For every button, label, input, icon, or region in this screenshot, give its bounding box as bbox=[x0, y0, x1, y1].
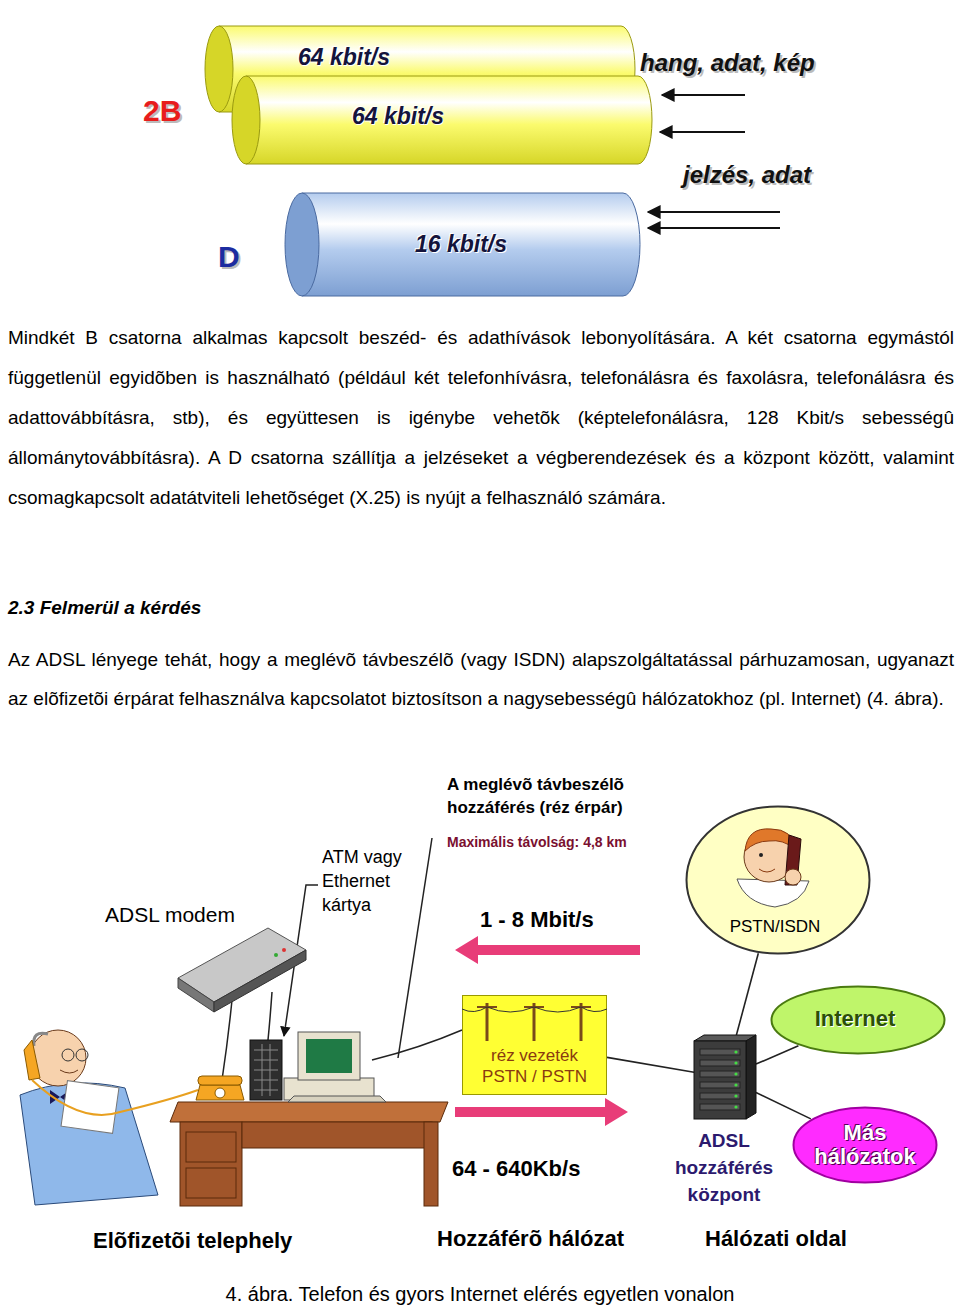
cylinder-end bbox=[232, 76, 260, 164]
adsl-modem bbox=[178, 928, 306, 1012]
cylinder-body bbox=[246, 76, 652, 164]
network-link bbox=[756, 1092, 811, 1118]
access-server: ADSL hozzáférés központ bbox=[662, 1035, 792, 1215]
node-text: Internet bbox=[770, 1005, 940, 1033]
server-rack bbox=[694, 1035, 756, 1119]
section-heading: 2.3 Felmerül a kérdés bbox=[8, 596, 201, 620]
zone-label: Elõfizetõi telephely bbox=[93, 1227, 292, 1255]
part-label: ADSL modem bbox=[105, 902, 235, 928]
network-ellipse: PSTN/ISDN bbox=[685, 805, 871, 955]
cylinder-end bbox=[285, 193, 319, 296]
channel-tag: 2B bbox=[143, 92, 181, 130]
computer bbox=[284, 1032, 386, 1102]
zone-label: Hálózati oldal bbox=[705, 1225, 847, 1253]
desk bbox=[170, 1102, 448, 1206]
zone-label: Hozzáférõ hálózat bbox=[437, 1225, 624, 1253]
cylinder-body bbox=[302, 193, 640, 296]
copper-line-box: réz vezeték PSTN / PSTN bbox=[462, 995, 607, 1095]
network-link bbox=[736, 953, 758, 1035]
telephone bbox=[196, 1076, 244, 1100]
figure-caption: 4. ábra. Telefon és gyors Internet eléré… bbox=[0, 1282, 960, 1307]
network-ellipse: Internet bbox=[770, 985, 946, 1055]
figure-note: A meglévõ távbeszélõ hozzáférés (réz érp… bbox=[447, 773, 662, 819]
channel-cylinder: 16 kbit/s bbox=[285, 192, 640, 297]
node-text: ADSL hozzáférés központ bbox=[662, 1127, 786, 1208]
usage-note: hang, adat, kép bbox=[640, 48, 815, 78]
network-ellipse: Más hálózatok bbox=[792, 1106, 938, 1184]
speed-arrows bbox=[455, 936, 640, 1126]
rate-label: 64 - 640Kb/s bbox=[452, 1155, 580, 1183]
usage-note: jelzés, adat bbox=[683, 160, 811, 190]
node-text: 64 kbit/s bbox=[298, 43, 390, 72]
body-paragraph: Mindkét B csatorna alkalmas kapcsolt bes… bbox=[8, 318, 954, 518]
node-text: réz vezeték PSTN / PSTN bbox=[478, 1045, 591, 1087]
body-paragraph: Az ADSL lényege tehát, hogy a meglévõ tá… bbox=[8, 640, 954, 718]
cylinder-end bbox=[205, 26, 233, 112]
box-outline bbox=[463, 996, 607, 1095]
node-text: PSTN/ISDN bbox=[685, 916, 865, 937]
ellipse-outline bbox=[794, 1108, 937, 1183]
node-text: Más hálózatok bbox=[802, 1121, 928, 1169]
distance-note: Maximális távolság: 4,8 km bbox=[447, 833, 627, 851]
rate-label: 1 - 8 Mbit/s bbox=[480, 906, 594, 934]
network-card bbox=[250, 1040, 282, 1100]
channel-cylinder: 64 kbit/s bbox=[232, 75, 652, 165]
caller-figure bbox=[737, 829, 809, 907]
utility-poles bbox=[462, 1003, 607, 1041]
network-link bbox=[756, 1046, 798, 1064]
node-text: 64 kbit/s bbox=[352, 102, 444, 131]
network-link bbox=[607, 1057, 694, 1072]
node-text: 16 kbit/s bbox=[415, 230, 507, 259]
channel-tag: D bbox=[218, 238, 240, 276]
part-label: ATM vagy Ethernet kártya bbox=[322, 845, 422, 917]
